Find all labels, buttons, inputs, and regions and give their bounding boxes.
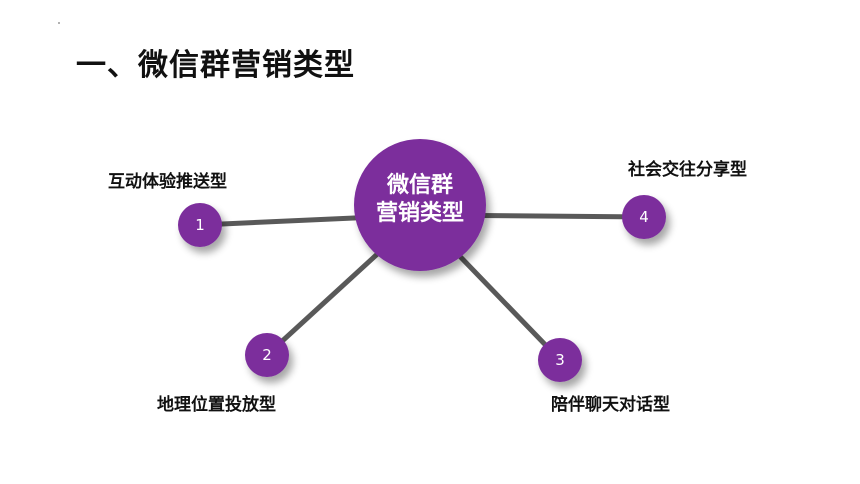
center-label-line-2: 营销类型 — [375, 201, 464, 226]
page-title: 一、微信群营销类型 — [76, 48, 355, 83]
node-2 — [245, 333, 289, 377]
node-3 — [538, 338, 582, 382]
node-4-number: 4 — [639, 208, 649, 226]
node-2-number: 2 — [262, 346, 272, 364]
node-3-number: 3 — [555, 351, 565, 369]
node-4 — [622, 195, 666, 239]
node-2-label: 地理位置投放型 — [157, 395, 276, 415]
node-1-number: 1 — [195, 216, 205, 234]
center-node — [354, 139, 486, 271]
corner-dot — [58, 22, 60, 24]
node-1 — [178, 203, 222, 247]
node-1-label: 互动体验推送型 — [108, 172, 227, 192]
center-label: 微信群 营销类型 — [352, 172, 488, 228]
node-3-label: 陪伴聊天对话型 — [551, 395, 670, 415]
node-4-label: 社会交往分享型 — [628, 160, 747, 180]
center-label-line-1: 微信群 — [386, 173, 453, 198]
